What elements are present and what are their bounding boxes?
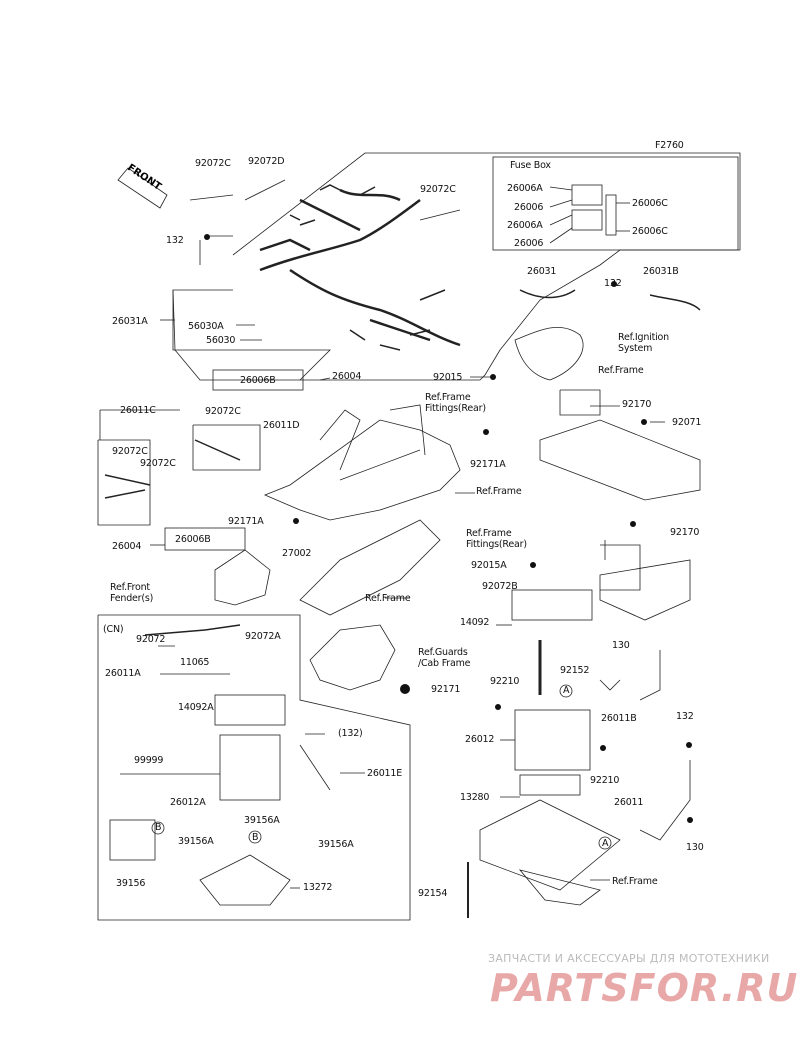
battery-26012 — [514, 709, 591, 771]
part-label[interactable]: 92210 — [590, 775, 620, 786]
part-label[interactable]: 92072D — [248, 156, 285, 167]
watermark-logo: PARTSFOR.RU — [490, 966, 799, 1010]
part-label[interactable]: 39156A — [318, 839, 354, 850]
ref-label: Ref.Ignition System — [618, 332, 669, 354]
ref-label: Ref.Frame — [598, 365, 644, 376]
fuse-part-label[interactable]: 26006C — [632, 198, 668, 209]
part-label[interactable]: 26031 — [527, 266, 557, 277]
part-label[interactable]: 26004 — [112, 541, 142, 552]
callout-letter: B — [155, 822, 162, 833]
part-label[interactable]: 13272 — [303, 882, 333, 893]
part-label[interactable]: 26031B — [643, 266, 679, 277]
ref-label: Ref.Frame — [476, 486, 522, 497]
part-label[interactable]: 26031A — [112, 316, 148, 327]
part-label[interactable]: 26011C — [120, 405, 156, 416]
part-label[interactable]: 14092 — [460, 617, 490, 628]
ref-label: Ref.Frame — [365, 593, 411, 604]
watermark-tagline: ЗАПЧАСТИ И АКСЕССУАРЫ ДЛЯ МОТОТЕХНИКИ — [488, 952, 770, 965]
part-label[interactable]: 92170 — [622, 399, 652, 410]
callout-letter: A — [563, 685, 570, 696]
part-label[interactable]: 56030A — [188, 321, 224, 332]
part-label[interactable]: 39156 — [116, 878, 146, 889]
part-label[interactable]: 92015 — [433, 372, 463, 383]
part-label[interactable]: 132 — [166, 235, 184, 246]
part-label[interactable]: 92171A — [228, 516, 264, 527]
callout-letter: B — [252, 832, 259, 843]
part-label[interactable]: 26004 — [332, 371, 362, 382]
part-label[interactable]: 56030 — [206, 335, 236, 346]
part-label[interactable]: 26012 — [465, 734, 495, 745]
part-label[interactable]: 92171A — [470, 459, 506, 470]
part-label[interactable]: (132) — [338, 728, 363, 739]
part-label[interactable]: 26006B — [240, 375, 276, 386]
fuse-box-outline — [492, 156, 739, 251]
fuse-part-label[interactable]: 26006A — [507, 220, 543, 231]
part-label[interactable]: 92072C — [205, 406, 241, 417]
part-label[interactable]: 92072C — [195, 158, 231, 169]
harness-box-outline — [172, 152, 741, 381]
ref-label: Ref.Frame Fittings(Rear) — [466, 528, 527, 550]
part-label[interactable]: 26011A — [105, 668, 141, 679]
front-arrow — [117, 167, 168, 209]
part-label[interactable]: 27002 — [282, 548, 312, 559]
rear-fittings-plate — [539, 419, 701, 501]
part-label[interactable]: 92072C — [140, 458, 176, 469]
part-label[interactable]: 132 — [604, 278, 622, 289]
part-label[interactable]: 26011 — [614, 797, 644, 808]
part-label[interactable]: 99999 — [134, 755, 164, 766]
ref-label: Ref.Frame — [612, 876, 658, 887]
part-label[interactable]: 11065 — [180, 657, 210, 668]
part-label[interactable]: 26011E — [367, 768, 403, 779]
fuse-part-label[interactable]: 26006C — [632, 226, 668, 237]
part-label[interactable]: 39156A — [244, 815, 280, 826]
cn-box-outline — [97, 614, 411, 921]
part-label[interactable]: 132 — [676, 711, 694, 722]
part-label[interactable]: 26011D — [263, 420, 300, 431]
part-label[interactable]: 92210 — [490, 676, 520, 687]
central-frame — [263, 419, 461, 521]
part-label[interactable]: 26011B — [601, 713, 637, 724]
cn-label: (CN) — [103, 624, 124, 635]
fuse-box-title: Fuse Box — [510, 160, 551, 171]
part-label[interactable]: 92071 — [672, 417, 702, 428]
part-label[interactable]: 92072 — [136, 634, 166, 645]
part-label[interactable]: 92170 — [670, 527, 700, 538]
fuse-part-label[interactable]: 26006 — [514, 202, 544, 213]
ref-label: Ref.Guards /Cab Frame — [418, 647, 471, 669]
part-label[interactable]: 92072C — [420, 184, 456, 195]
main-harness — [259, 188, 461, 347]
part-label[interactable]: 26006B — [175, 534, 211, 545]
part-label[interactable]: 92015A — [471, 560, 507, 571]
part-label[interactable]: 13280 — [460, 792, 490, 803]
part-label[interactable]: 39156A — [178, 836, 214, 847]
part-label[interactable]: 92072C — [112, 446, 148, 457]
callout-letter: A — [602, 838, 609, 849]
part-label[interactable]: 92072A — [245, 631, 281, 642]
fuse-part-label[interactable]: 26006 — [514, 238, 544, 249]
part-label[interactable]: 92152 — [560, 665, 590, 676]
part-label[interactable]: 130 — [686, 842, 704, 853]
part-label[interactable]: 92154 — [418, 888, 448, 899]
part-label[interactable]: 14092A — [178, 702, 214, 713]
part-label[interactable]: 92171 — [431, 684, 461, 695]
fuse-part-label[interactable]: 26006A — [507, 183, 543, 194]
ref-label: Ref.Frame Fittings(Rear) — [425, 392, 486, 414]
ref-label: Ref.Front Fender(s) — [110, 582, 154, 604]
part-label[interactable]: 26012A — [170, 797, 206, 808]
part-label[interactable]: 92072B — [482, 581, 518, 592]
part-label[interactable]: 130 — [612, 640, 630, 651]
diagram-code: F2760 — [655, 140, 684, 151]
